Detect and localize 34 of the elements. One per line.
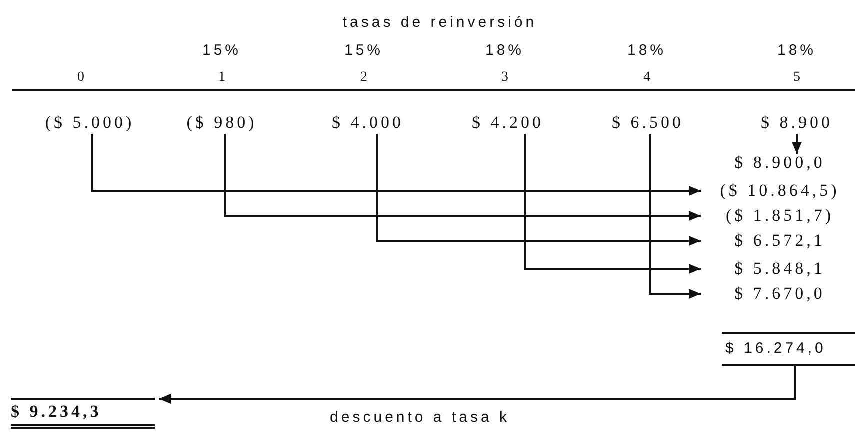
cash-flow-amount: $ 6.500: [593, 112, 703, 134]
arrow: [91, 134, 701, 196]
arrow: [649, 134, 701, 299]
reinvestment-rate: 18%: [777, 41, 817, 61]
arrow: [376, 134, 701, 246]
reinvestment-rate: 18%: [627, 41, 667, 61]
period-number: 0: [78, 69, 84, 87]
period-number: 4: [644, 69, 650, 87]
arrow: [224, 134, 701, 221]
reinvestment-rate: 18%: [485, 41, 525, 61]
edge-label: descuento a tasa k: [330, 408, 510, 428]
period-number: 5: [794, 69, 800, 87]
future-value: $ 6.572,1: [705, 230, 855, 252]
future-value: ($ 1.851,7): [705, 205, 855, 227]
period-number: 2: [360, 69, 368, 87]
period-number: 1: [218, 69, 226, 87]
future-value: $ 7.670,0: [705, 283, 855, 305]
present-value: $ 9.234,3: [11, 398, 155, 429]
arrow: [159, 366, 796, 404]
cash-flow-amount: $ 4.200: [453, 112, 563, 134]
axis-title: tasas de reinversión: [342, 13, 538, 33]
period-number: 3: [502, 69, 508, 87]
future-value: $ 5.848,1: [705, 258, 855, 280]
future-value: ($ 10.864,5): [705, 180, 855, 202]
future-value: $ 8.900,0: [705, 152, 855, 174]
reinvestment-rate: 15%: [344, 41, 384, 61]
arrow: [792, 134, 802, 154]
arrow: [524, 134, 701, 274]
cash-flow-amount: $ 8.900: [742, 112, 852, 134]
reinvestment-rate: 15%: [202, 41, 242, 61]
cash-flow-amount: $ 4.000: [313, 112, 423, 134]
cash-flow-amount: ($ 5.000): [25, 112, 155, 134]
cash-flow-amount: ($ 980): [167, 112, 277, 134]
total-value: $ 16.274,0: [722, 332, 854, 366]
